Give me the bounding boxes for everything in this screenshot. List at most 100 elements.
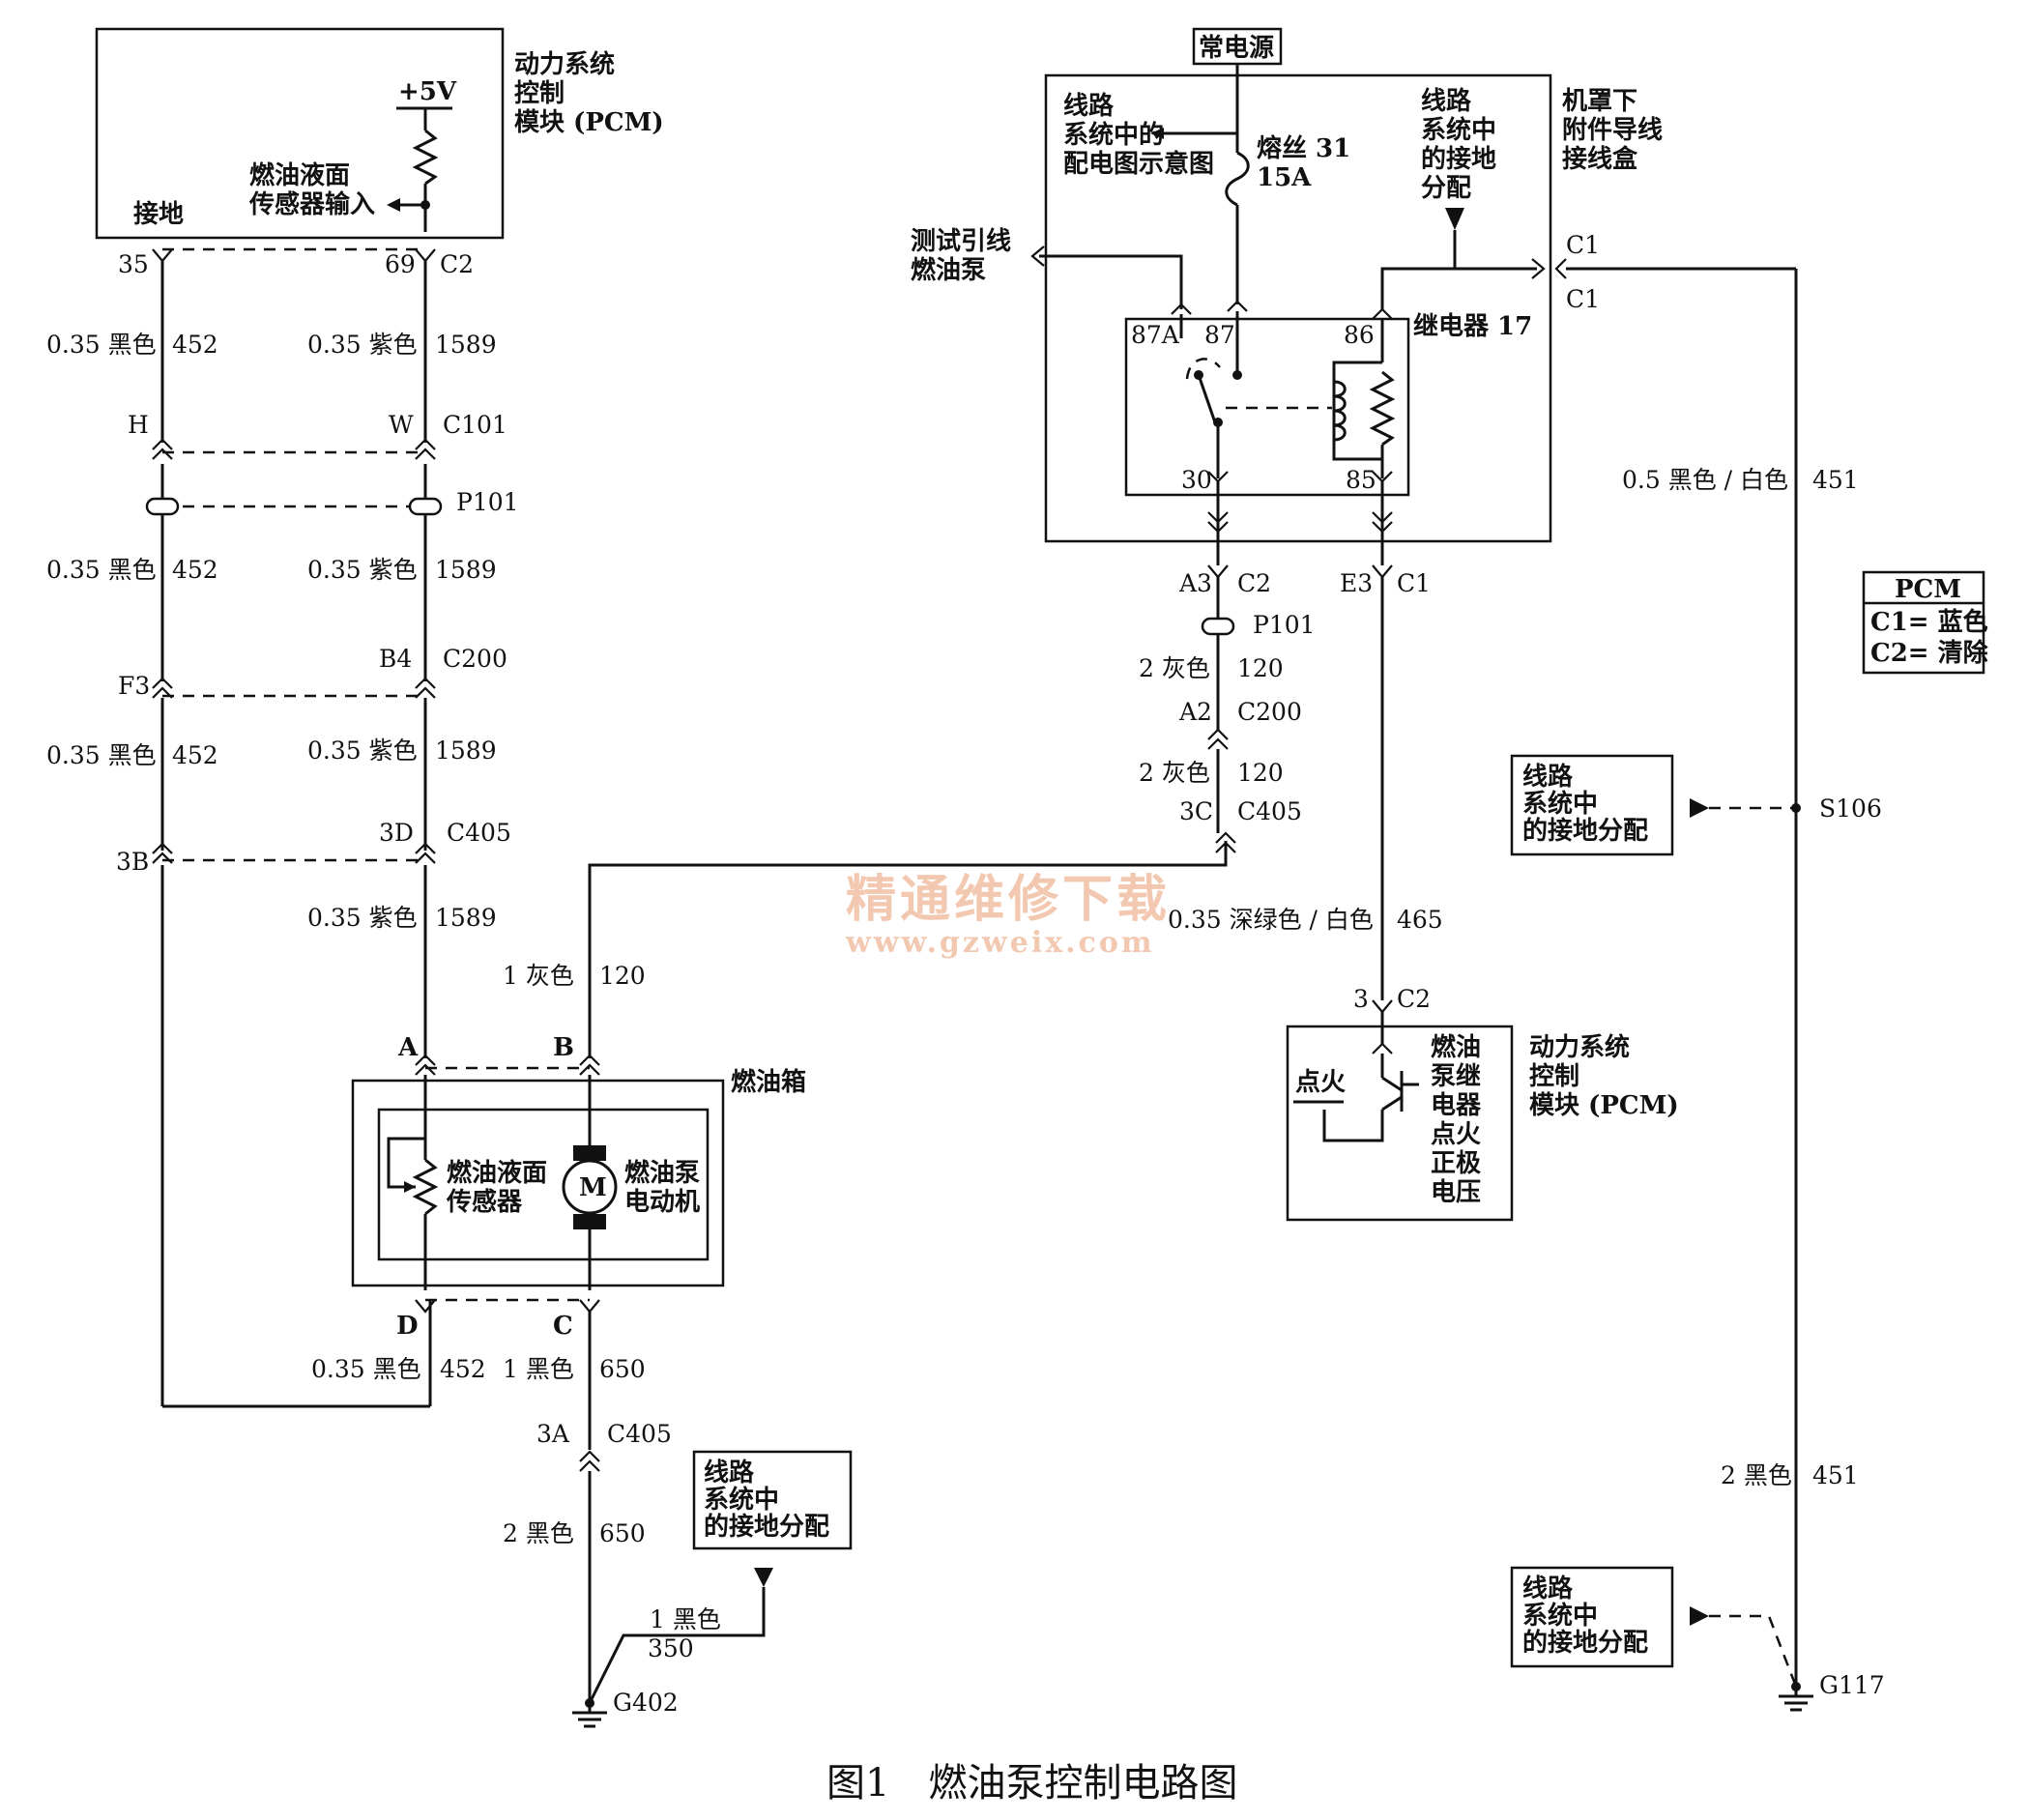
ground-box-line: 系统中 [1522, 789, 1598, 819]
connector-symbol [579, 1063, 600, 1076]
connector-symbol [1215, 831, 1236, 844]
wire-label: 1 黑色 [650, 1605, 721, 1633]
wire-number: 650 [599, 1355, 646, 1383]
sensor-label-1: 燃油液面 [447, 1159, 547, 1188]
figure-caption: 图1 燃油泵控制电路图 [826, 1761, 1237, 1806]
dist-label-3: 配电图示意图 [1063, 149, 1214, 179]
p101-grommet [1201, 617, 1235, 636]
junction-box-outline [1044, 73, 1552, 543]
pin-h: H [128, 411, 149, 439]
wire-120 [588, 841, 1228, 1058]
fuel-pump-motor [562, 1159, 618, 1215]
conn-c1-in: C1 [1566, 285, 1600, 313]
pin-a3: A3 [1178, 569, 1212, 597]
connector-symbol [152, 248, 173, 263]
watermark-url: www.gzweix.com [845, 926, 1155, 960]
ground-dist-box [1510, 1566, 1674, 1668]
ignition-label: 点火 [1295, 1067, 1346, 1097]
pcm-bottom-module: 点火 燃油 泵继 电器 点火 正极 电压 动力系统 控制 模块 (PCM) [1286, 1012, 1679, 1222]
wire-number: 452 [172, 741, 218, 769]
splice-label: S106 [1819, 794, 1882, 823]
c1-connector [1554, 258, 1567, 279]
wire-label: 1 黑色 [503, 1355, 574, 1383]
wire-label: 0.35 黑色 [46, 741, 157, 769]
tank-pin-a: A [397, 1033, 419, 1062]
wire-label: 0.35 黑色 [46, 331, 157, 359]
dist-label-1: 线路 [1063, 91, 1115, 121]
pcm-sensor-input-arrow [387, 198, 400, 212]
test-lead-wire [1039, 254, 1183, 309]
tank-outer-box [351, 1079, 725, 1287]
relay-86-wire [1380, 267, 1537, 309]
test-lead-2: 燃油泵 [911, 256, 986, 285]
ground-box-line: 的接地分配 [704, 1512, 829, 1542]
ground-box-line: 线路 [1522, 1574, 1574, 1603]
splice-s106 [1791, 803, 1801, 813]
wire-number: 451 [1812, 1461, 1859, 1489]
connector-symbol [415, 852, 436, 864]
tank-pin-d: D [396, 1312, 419, 1341]
wire-label: 0.35 紫色 [307, 556, 418, 584]
relay-pin-arrow [1171, 303, 1192, 315]
relay-pin-85: 85 [1346, 466, 1376, 494]
dist-label-2: 系统中的 [1063, 120, 1164, 150]
ground-dist-1: 线路 [1421, 86, 1472, 116]
ground-g117: G117 [1819, 1671, 1885, 1699]
relay-label: 继电器 17 [1413, 311, 1532, 341]
fuse-31 [1225, 151, 1250, 207]
connector-symbol [1207, 511, 1229, 524]
relay-pin-arrow [1372, 307, 1393, 320]
relay-pin-arrow [1227, 300, 1248, 312]
ground-dist-arrow [1445, 208, 1464, 230]
tank-pin-c: C [553, 1312, 573, 1341]
relay-pin-86: 86 [1344, 321, 1375, 349]
wire-number: 451 [1812, 466, 1859, 494]
connector-symbol [1372, 999, 1393, 1014]
wire-label: 1 灰色 [503, 962, 574, 990]
connector-symbol [579, 1054, 600, 1066]
pin-f3: F3 [118, 672, 150, 700]
connector-symbol [415, 248, 436, 263]
wire-label: 2 黑色 [503, 1519, 574, 1547]
motor-brush [573, 1145, 606, 1161]
wire-label: 0.5 黑色 / 白色 [1622, 466, 1788, 494]
wire-label: 0.35 紫色 [307, 331, 418, 359]
connector-symbol [415, 842, 436, 854]
conn-c405: C405 [447, 819, 511, 847]
pin-a2: A2 [1178, 698, 1212, 726]
pcm-sensor-input-label-2: 传感器输入 [248, 189, 375, 219]
conn-c2: C2 [1397, 985, 1431, 1013]
wire-label: 0.35 黑色 [311, 1355, 421, 1383]
pin-35: 35 [118, 250, 149, 278]
conn-c405: C405 [607, 1420, 672, 1448]
motor-brush [573, 1214, 606, 1229]
connector-symbol [152, 852, 173, 864]
box-name-1: 机罩下 [1562, 87, 1637, 116]
wire-number: 350 [648, 1634, 694, 1662]
pcm-top-module: 动力系统 控制 模块 (PCM) +5V 燃油液面 传感器输入 接地 [95, 27, 664, 240]
dist-ref-arrow [1150, 128, 1164, 139]
relay-switch-arm [1197, 374, 1218, 426]
pcm-signal-2: 泵继 [1431, 1061, 1481, 1091]
connector-symbol [1372, 511, 1393, 524]
ground-g402: G402 [613, 1689, 679, 1717]
pcm-pullup-resistor [412, 129, 439, 186]
sensor-label-2: 传感器 [446, 1188, 523, 1217]
underhood-junction-box: 常电源 机罩下 附件导线 接线盒 线路 系统中的 配电图示意图 熔丝 31 15… [911, 27, 1796, 565]
connector-symbol [152, 842, 173, 854]
pcm-top-title-1: 动力系统 [514, 49, 615, 79]
connector-symbol [579, 1450, 600, 1462]
sensor-wiper-arrow [404, 1181, 416, 1193]
connector-symbol [1207, 728, 1229, 740]
p101-grommet [145, 497, 180, 516]
connector-symbol [579, 1299, 600, 1314]
pcm-signal-4: 点火 [1431, 1119, 1481, 1149]
connector-symbol [415, 686, 436, 699]
ground-box-line: 系统中 [704, 1485, 779, 1515]
pin-w: W [389, 411, 414, 439]
box-name-2: 附件导线 [1562, 116, 1663, 145]
conn-c200: C200 [443, 645, 507, 673]
relay-17 [1124, 317, 1410, 497]
conn-c101: C101 [443, 411, 507, 439]
connector-symbol [415, 438, 436, 450]
